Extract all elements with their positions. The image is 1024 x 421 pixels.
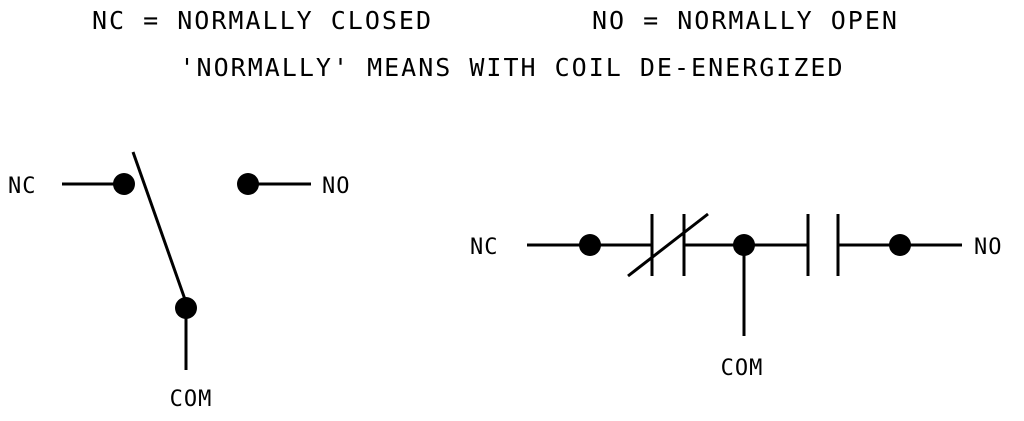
contact-no-label: NO <box>974 235 1003 260</box>
switch-nc-label: NC <box>8 174 37 199</box>
nc-definition: NC = NORMALLY CLOSED <box>92 6 433 35</box>
switch-blade <box>131 151 190 309</box>
switch-com-label: COM <box>170 387 213 412</box>
normally-definition: 'NORMALLY' MEANS WITH COIL DE-ENERGIZED <box>180 53 845 82</box>
switch-nc-terminal <box>113 173 135 195</box>
switch-symbol: NC NO COM <box>8 151 351 412</box>
no-definition: NO = NORMALLY OPEN <box>592 6 899 35</box>
switch-no-label: NO <box>322 174 351 199</box>
nc-contact-slash <box>627 212 709 278</box>
contact-com-label: COM <box>721 356 764 381</box>
contact-nc-label: NC <box>470 235 499 260</box>
contact-symbol: NC COM NO <box>470 212 1003 381</box>
